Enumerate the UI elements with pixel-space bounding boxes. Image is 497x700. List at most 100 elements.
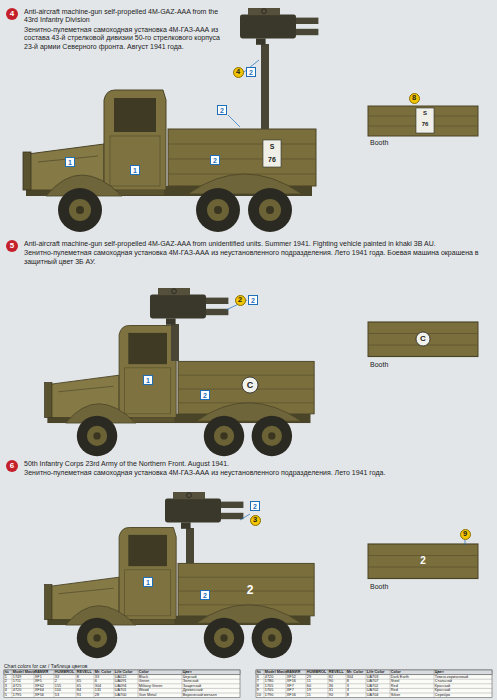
table-cell: UA707 xyxy=(367,679,379,684)
table-cell: Green xyxy=(139,679,150,684)
table-cell: Black xyxy=(139,675,148,680)
callout-number: 3 xyxy=(253,516,257,524)
table-grid xyxy=(256,670,492,675)
table-cell: 3 xyxy=(347,688,349,693)
callout-number: 8 xyxy=(412,94,416,102)
callout-circle: 8 xyxy=(409,93,420,104)
table-cell: UA094 xyxy=(115,684,127,689)
unit-marking: C xyxy=(420,334,426,344)
callout-number: 2 xyxy=(251,297,255,304)
table-cell: 9 xyxy=(257,688,259,693)
table-grid xyxy=(306,670,307,698)
callout-circle: 9 xyxy=(460,529,471,540)
callout-square: 2 xyxy=(217,105,227,115)
table-cell: 1705 xyxy=(265,684,273,689)
table-cell: UA700 xyxy=(115,693,127,698)
table-cell: Красный xyxy=(435,688,450,693)
section-note: Зенитно-пулеметная самоходная установка … xyxy=(24,26,229,51)
table-cell: 10 xyxy=(257,693,261,698)
table-cell: XF52 xyxy=(287,675,296,680)
table-grid xyxy=(182,670,183,698)
callout-circle: 3 xyxy=(250,515,261,526)
table-grid xyxy=(264,670,265,698)
table-grid xyxy=(366,670,367,698)
table-cell: 90 xyxy=(329,693,333,698)
table-cell: UA702 xyxy=(367,684,379,689)
callout-number: 1 xyxy=(146,377,150,384)
table-grid xyxy=(4,670,240,698)
table-cell: UA022 xyxy=(115,675,127,680)
table-cell: Стальной xyxy=(435,679,452,684)
table-header: ТАМИЯ xyxy=(35,670,48,675)
table-grid xyxy=(328,670,329,698)
table-cell: 131 xyxy=(95,688,101,693)
table-grid xyxy=(54,670,55,698)
booth-label: Booth xyxy=(370,583,388,591)
unit-marking: 2 xyxy=(420,555,426,567)
callout-number: 2 xyxy=(213,157,217,164)
unit-marking: 76 xyxy=(268,156,276,164)
callout-number: 1 xyxy=(133,167,137,174)
table-header: Model Master xyxy=(265,670,289,675)
section-number: 5 xyxy=(6,240,18,252)
callout-number: 5 xyxy=(10,242,14,250)
callout-square: 2 xyxy=(248,295,258,305)
table-header: Цвет xyxy=(435,670,444,675)
table-cell: 304 xyxy=(347,675,353,680)
table-header: HUMBROL xyxy=(307,670,326,675)
table-grid xyxy=(286,670,287,698)
callout-number: 2 xyxy=(253,503,257,510)
table-header: Model Master xyxy=(13,670,37,675)
unit-marking: 2 xyxy=(247,583,254,597)
table-cell: Silver xyxy=(391,693,401,698)
table-cell: UA091 xyxy=(115,679,127,684)
callout-square: 2 xyxy=(210,155,220,165)
callout-number: 4 xyxy=(10,10,14,18)
table-cell: 33 xyxy=(55,675,59,680)
table-header: REVELL xyxy=(77,670,92,675)
table-cell: 1749 xyxy=(13,675,21,680)
table-cell: 8 xyxy=(257,684,259,689)
table-grid xyxy=(94,670,95,698)
table-cell: 7 xyxy=(257,679,259,684)
table-cell: XF5 xyxy=(35,679,42,684)
table-cell: 82 xyxy=(329,675,333,680)
table-cell: Древесный xyxy=(183,688,203,693)
callout-square: 1 xyxy=(130,165,140,175)
table-cell: Wood xyxy=(139,688,149,693)
table-header: № xyxy=(5,670,9,675)
section-note: Anti-aircraft machine-gun self-propelled… xyxy=(24,8,229,25)
table-cell: 1705 xyxy=(265,688,273,693)
table-header: Цвет xyxy=(183,670,192,675)
table-cell: XF56 xyxy=(35,693,44,698)
callout-number: 2 xyxy=(238,296,242,304)
section-note: Anti-aircraft machine-gun self-propelled… xyxy=(24,240,489,248)
callout-square: 1 xyxy=(143,577,153,587)
table-cell: 6 xyxy=(257,675,259,680)
table-grid xyxy=(346,670,347,698)
table-cell: 29 xyxy=(307,675,311,680)
table-cell: UA703 xyxy=(367,675,379,680)
callout-number: 2 xyxy=(203,392,207,399)
table-cell: 84 xyxy=(77,688,81,693)
table-cell: 4720 xyxy=(13,688,21,693)
table-header: REVELL xyxy=(329,670,344,675)
table-cell: 155 xyxy=(55,684,61,689)
table-cell: 31 xyxy=(329,688,333,693)
table-grid xyxy=(12,670,13,698)
table-cell: 1 xyxy=(5,675,7,680)
section-note: Зенитно-пулеметная самоходная установка … xyxy=(24,469,489,477)
table-cell: 8 xyxy=(347,679,349,684)
callout-circle: 4 xyxy=(233,67,244,78)
table-cell: 3 xyxy=(5,684,7,689)
table-cell: 8 xyxy=(347,693,349,698)
section-number: 6 xyxy=(6,460,18,472)
table-cell: 36 xyxy=(329,684,333,689)
table-cell: 19 xyxy=(307,688,311,693)
table-cell: Защитный xyxy=(183,684,201,689)
callout-number: 2 xyxy=(203,592,207,599)
table-grid xyxy=(76,670,77,698)
table-cell: 110 xyxy=(55,688,61,693)
callout-number: 1 xyxy=(68,159,72,166)
